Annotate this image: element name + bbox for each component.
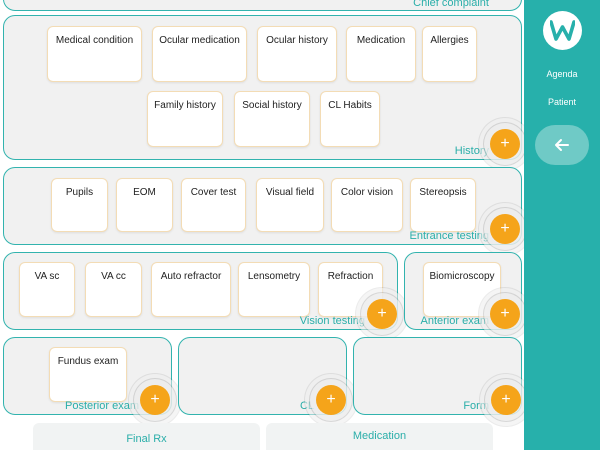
card-pupils[interactable]: Pupils <box>51 178 108 232</box>
card-fundus-exam[interactable]: Fundus exam <box>49 347 127 402</box>
card-social-history[interactable]: Social history <box>234 91 310 147</box>
section-chief-complaint[interactable]: Chief complaint <box>3 0 522 11</box>
section-history[interactable]: Medical condition Ocular medication Ocul… <box>3 15 522 160</box>
section-vision-testing[interactable]: VA sc VA cc Auto refractor Lensometry Re… <box>3 252 398 330</box>
arrow-left-icon <box>555 139 569 151</box>
section-label-anterior-exam: Anterior exam <box>420 315 489 327</box>
section-label-entrance-testing: Entrance testing <box>409 230 490 242</box>
card-va-cc[interactable]: VA cc <box>85 262 142 317</box>
card-family-history[interactable]: Family history <box>147 91 223 147</box>
sidebar: Agenda Patient <box>524 0 600 450</box>
card-eom[interactable]: EOM <box>116 178 173 232</box>
card-lensometry[interactable]: Lensometry <box>238 262 310 317</box>
card-ocular-medication[interactable]: Ocular medication <box>152 26 247 82</box>
card-medication[interactable]: Medication <box>346 26 416 82</box>
card-visual-field[interactable]: Visual field <box>256 178 324 232</box>
card-medical-condition[interactable]: Medical condition <box>47 26 142 82</box>
add-cl-button[interactable]: + <box>316 385 346 415</box>
section-label-form: Form <box>463 400 489 412</box>
add-history-button[interactable]: + <box>490 129 520 159</box>
sidebar-item-patient[interactable]: Patient <box>547 97 577 107</box>
section-entrance-testing[interactable]: Pupils EOM Cover test Visual field Color… <box>3 167 522 245</box>
section-label-posterior-exam: Posterior exam <box>65 400 139 412</box>
tab-final-rx[interactable]: Final Rx <box>33 423 260 450</box>
section-anterior-exam[interactable]: Biomicroscopy Anterior exam <box>404 252 522 330</box>
back-button[interactable] <box>535 125 589 165</box>
w-logo-icon[interactable] <box>543 11 582 50</box>
add-anterior-exam-button[interactable]: + <box>490 299 520 329</box>
add-form-button[interactable]: + <box>491 385 521 415</box>
section-label-cl: CL <box>299 400 314 412</box>
card-cover-test[interactable]: Cover test <box>181 178 246 232</box>
sidebar-item-agenda[interactable]: Agenda <box>546 69 578 79</box>
add-vision-testing-button[interactable]: + <box>367 299 397 329</box>
card-stereopsis[interactable]: Stereopsis <box>410 178 476 232</box>
card-auto-refractor[interactable]: Auto refractor <box>151 262 231 317</box>
section-label-history: History <box>454 145 489 157</box>
card-va-sc[interactable]: VA sc <box>19 262 75 317</box>
section-label-chief-complaint: Chief complaint <box>413 0 489 9</box>
card-biomicroscopy[interactable]: Biomicroscopy <box>423 262 501 317</box>
add-entrance-testing-button[interactable]: + <box>490 214 520 244</box>
card-allergies[interactable]: Allergies <box>422 26 477 82</box>
card-ocular-history[interactable]: Ocular history <box>257 26 337 82</box>
section-label-vision-testing: Vision testing <box>299 315 365 327</box>
card-cl-habits[interactable]: CL Habits <box>320 91 380 147</box>
card-color-vision[interactable]: Color vision <box>331 178 403 232</box>
add-posterior-exam-button[interactable]: + <box>140 385 170 415</box>
card-refraction[interactable]: Refraction <box>318 262 383 317</box>
tab-medication[interactable]: Medication <box>266 423 493 450</box>
